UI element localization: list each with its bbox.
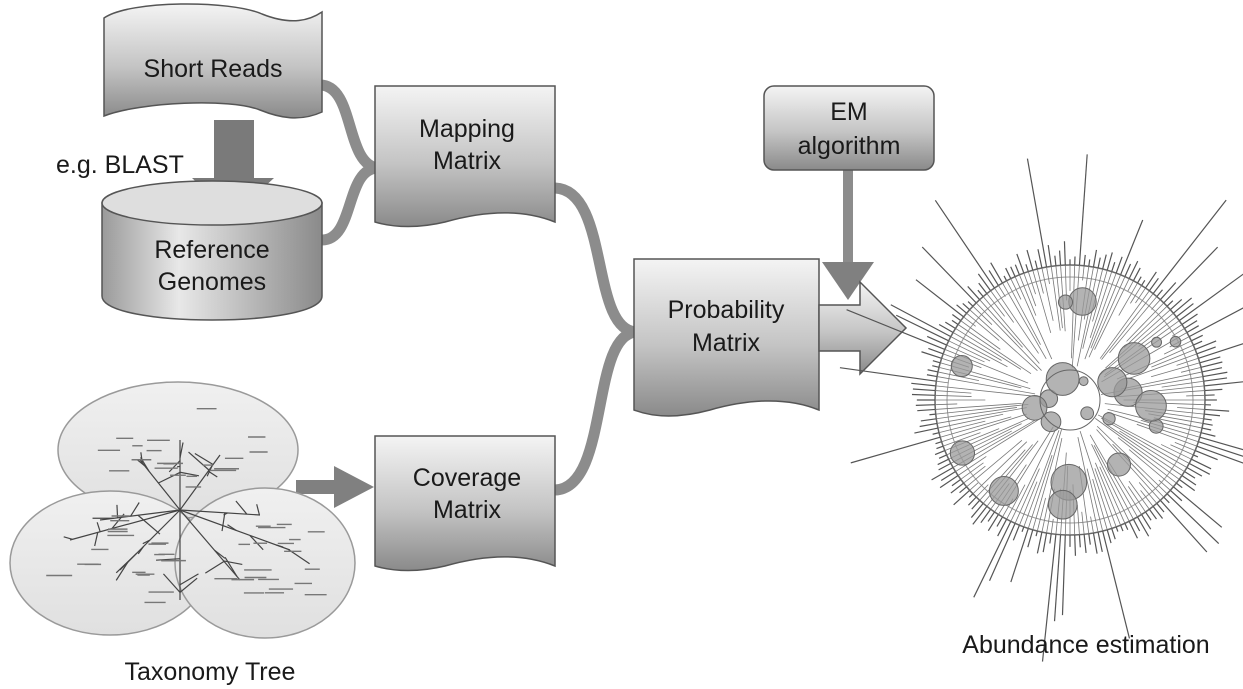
probability-matrix-node — [633, 258, 820, 417]
coverage-matrix-label-line2: Matrix — [433, 496, 502, 524]
connectors — [314, 79, 853, 496]
em-arrowhead — [822, 262, 874, 300]
connector-short-reads-to-mapping — [314, 79, 384, 174]
reference-genomes-label-line1: Reference — [154, 236, 269, 264]
probability-matrix-label-line1: Probability — [668, 296, 785, 324]
probability-matrix-label-line2: Matrix — [692, 329, 761, 357]
em-algorithm-node — [763, 85, 935, 171]
connector-genomes-to-mapping — [316, 162, 384, 246]
mapping-matrix-node — [374, 85, 556, 228]
short-reads-node — [103, 3, 323, 119]
reference-genomes-label-line2: Genomes — [158, 268, 266, 296]
coverage-matrix-label-line1: Coverage — [413, 464, 521, 492]
taxonomy-arrow — [296, 466, 374, 508]
taxonomy-tree-caption: Taxonomy Tree — [125, 658, 296, 686]
reference-genomes-node — [101, 180, 323, 321]
abundance-estimation-caption: Abundance estimation — [962, 631, 1209, 659]
mapping-matrix-label-line2: Matrix — [433, 147, 502, 175]
em-algorithm-label-line1: EM — [830, 98, 868, 126]
em-algorithm-label-line2: algorithm — [798, 132, 901, 160]
short-reads-label: Short Reads — [144, 55, 283, 83]
blast-label: e.g. BLAST — [56, 151, 184, 179]
abundance-arrow — [818, 280, 908, 376]
circular-phylogeny-image — [839, 154, 1243, 662]
connector-coverage-to-probability — [549, 326, 642, 496]
taxonomy-tree-image — [9, 381, 356, 639]
coverage-matrix-node — [374, 435, 556, 572]
mapping-matrix-label-line1: Mapping — [419, 115, 515, 143]
connector-mapping-to-probability — [549, 182, 642, 338]
